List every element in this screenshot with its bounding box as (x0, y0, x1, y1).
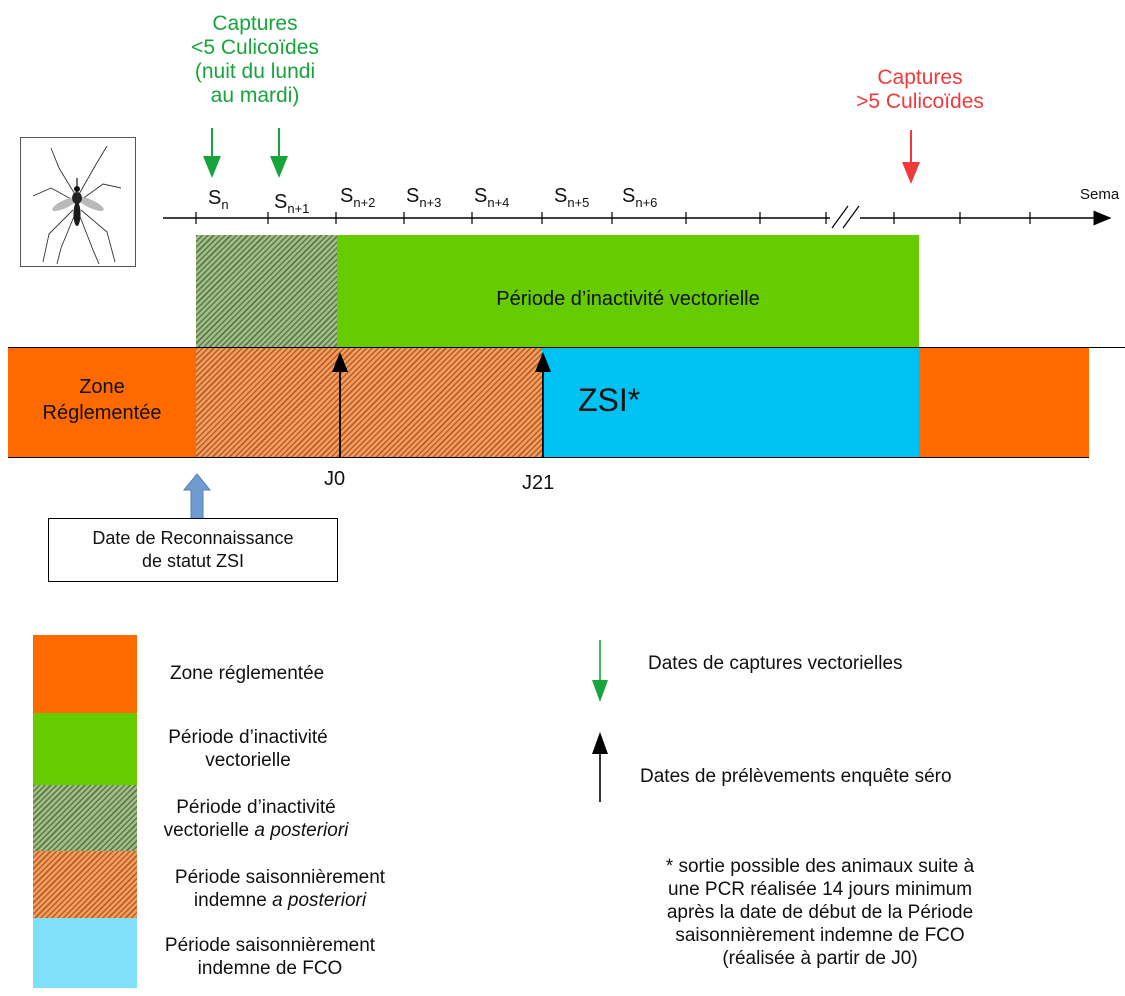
green-arrow-icon (270, 128, 288, 178)
legend-label-indemne-posteriori: Période saisonnièrement indemne a poster… (150, 866, 410, 912)
week-label: Sn+3 (406, 185, 442, 210)
black-arrow-icon (592, 732, 608, 802)
marker-j21: J21 (522, 472, 555, 494)
footnote-line: saisonnièrement indemne de FCO (675, 925, 965, 946)
legend-label-prelevements: Dates de prélèvements enquête séro (640, 766, 952, 787)
legend-line: Période saisonnièrement (164, 935, 376, 956)
black-arrow-icon (332, 352, 348, 458)
legend-line: Période d’inactivité (168, 727, 328, 748)
legend-swatch-green (33, 713, 137, 785)
red-captures-line: Captures (877, 66, 963, 89)
timeline-axis (163, 128, 1112, 229)
indemne-posteriori-bar (196, 348, 542, 457)
sampling-arrows (332, 352, 551, 458)
inactivity-posteriori-bar (196, 235, 337, 348)
legend-line: vectorielle a posteriori (163, 820, 349, 841)
mosquito-icon (32, 145, 122, 265)
legend-line: Période d’inactivité (176, 797, 336, 818)
legend-line: Période saisonnièrement (174, 867, 386, 888)
week-label: Sn+1 (274, 191, 310, 216)
legend-swatch-orange-hatched (33, 851, 137, 918)
legend-label-zone: Zone réglementée (170, 663, 325, 684)
week-label: Sn+6 (622, 185, 658, 210)
green-arrow-icon (203, 128, 221, 178)
green-captures-line: (nuit du lundi (194, 60, 316, 83)
blue-arrow-icon (182, 473, 212, 521)
week-label: Sn (208, 187, 229, 212)
inactivity-bar: Période d’inactivité vectorielle (337, 235, 919, 348)
legend-line: indemne a posteriori (193, 890, 367, 911)
legend-label-indemne-fco: Période saisonnièrement indemne de FCO (140, 934, 400, 980)
week-label: Sn+2 (340, 185, 376, 210)
legend-line: vectorielle (205, 750, 291, 771)
zone-label-line: Réglementée (42, 402, 162, 424)
reconnaissance-line: de statut ZSI (141, 551, 245, 571)
footnote-line: une PCR réalisée 14 jours minimum (667, 879, 973, 900)
axis-label: Sema (1080, 186, 1120, 203)
bars-bottom-line (8, 457, 1089, 458)
legend-label-captures: Dates de captures vectorielles (648, 653, 903, 674)
marker-j0: J0 (324, 468, 346, 490)
footnote-line: après la date de début de la Période (666, 902, 974, 923)
footnote-line: * sortie possible des animaux suite à (665, 856, 975, 877)
green-arrow-icon (592, 640, 608, 702)
black-arrow-icon (535, 352, 551, 458)
legend-swatch-orange (33, 635, 137, 713)
green-captures-annotation: Captures <5 Culicoïdes (nuit du lundi au… (160, 12, 350, 108)
footnote: * sortie possible des animaux suite à un… (610, 855, 1030, 970)
red-captures-annotation: Captures >5 Culicoïdes (820, 66, 1020, 114)
red-arrow-icon (902, 130, 920, 184)
zone-reglementee-end-bar (919, 348, 1089, 457)
green-captures-line: au mardi) (210, 84, 300, 107)
legend-label-inactivite: Période d’inactivité vectorielle (148, 726, 348, 772)
inactivity-label: Période d’inactivité vectorielle (496, 288, 760, 310)
legend-arrows (592, 640, 608, 802)
zone-reglementee-bar: Zone Réglementée (8, 348, 196, 457)
axis-ticks (195, 212, 1031, 224)
week-label: Sn+5 (554, 185, 590, 210)
legend-swatch-green-hatched (33, 785, 137, 851)
green-captures-line: <5 Culicoïdes (191, 36, 319, 59)
zone-label-line: Zone (79, 376, 125, 398)
reconnaissance-box: Date de Reconnaissance de statut ZSI (48, 518, 338, 582)
mosquito-image (20, 137, 136, 267)
red-captures-line: >5 Culicoïdes (856, 90, 984, 113)
legend-swatch-cyan (33, 918, 137, 988)
axis-break (831, 205, 860, 229)
footnote-line: (réalisée à partir de J0) (722, 948, 918, 969)
legend-line: indemne de FCO (197, 958, 343, 979)
week-label: Sn+4 (474, 185, 510, 210)
bars-top-line (8, 347, 1125, 348)
zsi-bar: ZSI* (542, 348, 919, 457)
zsi-label: ZSI* (578, 382, 641, 418)
legend-label-inactivite-posteriori: Période d’inactivité vectorielle a poste… (136, 796, 376, 842)
reconnaissance-line: Date de Reconnaissance (92, 528, 294, 548)
zone-label: Zone Réglementée (8, 374, 196, 426)
green-captures-line: Captures (212, 12, 298, 35)
